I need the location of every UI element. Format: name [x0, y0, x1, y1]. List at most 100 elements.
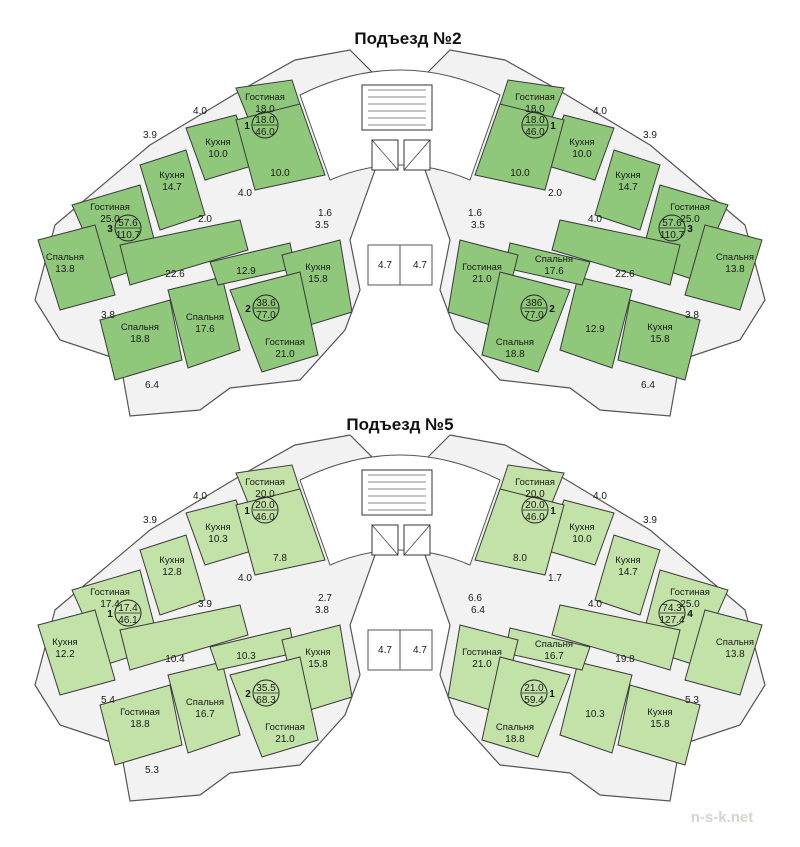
apartment-total: 46.0	[525, 127, 545, 138]
apartment-area: 20.0	[525, 500, 545, 511]
elevator-mark	[403, 139, 431, 171]
apartment-rooms: 1	[550, 121, 556, 132]
f5-left-wing	[34, 434, 401, 802]
apartment-total: 110.7	[660, 230, 685, 241]
apartment-area: 18.0	[525, 115, 545, 126]
room	[684, 224, 763, 311]
room-area: 12.9	[236, 266, 256, 277]
small-area: 3.9	[643, 515, 657, 526]
apartment-badge	[520, 294, 548, 322]
room-label: Гостиная	[462, 262, 502, 273]
room-area: 17.6	[195, 324, 215, 335]
floor-entrance-5: Гостиная20.0Кухня10.37.8Кухня12.8Гостина…	[34, 434, 766, 802]
room-area: 7.8	[273, 553, 287, 564]
apartment-area: 57.6	[662, 218, 682, 229]
apartment-total: 46.0	[255, 127, 275, 138]
small-area: 3.8	[685, 310, 699, 321]
room	[167, 661, 241, 754]
small-area: 4.0	[238, 573, 252, 584]
room-label: Кухня	[615, 555, 640, 566]
apartment-rooms: 1	[244, 121, 250, 132]
room	[474, 488, 565, 576]
apartment-total: 46.0	[255, 512, 275, 523]
room-area: 15.8	[650, 719, 670, 730]
apartment-area: 18.0	[255, 115, 275, 126]
room	[551, 219, 681, 286]
room	[481, 656, 571, 758]
room-area: 18.8	[505, 349, 525, 360]
room-area: 21.0	[275, 734, 295, 745]
f5-right-wing	[399, 434, 766, 802]
small-area: 3.9	[643, 130, 657, 141]
room	[37, 609, 116, 696]
small-area: 2.0	[548, 188, 562, 199]
apartment-total: 77.0	[524, 310, 544, 321]
room	[594, 534, 661, 616]
room-label: Гостиная	[670, 587, 710, 598]
room-area: 12.2	[55, 649, 75, 660]
room	[235, 488, 326, 576]
room-area: 21.0	[472, 659, 492, 670]
room	[474, 103, 565, 191]
room-area: 22.6	[615, 269, 635, 280]
room	[617, 299, 701, 381]
room-label: Спальня	[496, 337, 534, 348]
room-area: 14.7	[618, 182, 638, 193]
small-area: 3.8	[101, 310, 115, 321]
room-area: 18.0	[255, 104, 275, 115]
small-area: 2.0	[198, 214, 212, 225]
elevator-mark	[371, 139, 399, 171]
small-area: 1.6	[468, 208, 482, 219]
small-area: 4.0	[588, 214, 602, 225]
room-area: 14.7	[162, 182, 182, 193]
room	[229, 656, 319, 758]
f2-left-wing	[34, 49, 401, 417]
apartment-rooms: 2	[549, 304, 555, 315]
apartment-rooms: 4	[687, 609, 693, 620]
room	[559, 276, 633, 369]
room-area: 10.0	[270, 168, 290, 179]
apartment-total: 68.3	[256, 695, 276, 706]
room-area: 19.8	[615, 654, 635, 665]
room-label: Гостиная	[515, 477, 555, 488]
apartment-area: 38.6	[256, 298, 276, 309]
small-area: 5.3	[145, 765, 159, 776]
room-label: Спальня	[535, 639, 573, 650]
small-area: 1.7	[548, 573, 562, 584]
apartment-badge	[658, 214, 686, 242]
lift-area: 4.7	[378, 260, 392, 271]
title-entrance-5: Подъезд №5	[346, 415, 453, 434]
room-label: Кухня	[615, 170, 640, 181]
room-area: 10.0	[572, 534, 592, 545]
room-area: 20.0	[255, 489, 275, 500]
room-area: 13.8	[725, 649, 745, 660]
room	[167, 276, 241, 369]
apartment-area: 35.5	[256, 683, 276, 694]
apartment-area: 57.6	[118, 218, 138, 229]
apartment-area: 17.4	[118, 603, 138, 614]
room-area: 16.7	[544, 651, 564, 662]
apartment-rooms: 3	[107, 224, 113, 235]
room-area: 10.3	[208, 534, 228, 545]
room	[684, 609, 763, 696]
apartment-badge	[252, 294, 280, 322]
room-area: 17.4	[100, 599, 120, 610]
room-area: 17.6	[544, 266, 564, 277]
title-entrance-2: Подъезд №2	[354, 29, 461, 48]
apartment-total: 77.0	[256, 310, 276, 321]
room-area: 16.7	[195, 709, 215, 720]
room-area: 25.0	[680, 599, 700, 610]
room-label: Гостиная	[245, 477, 285, 488]
small-area: 6.4	[145, 380, 159, 391]
apartment-badge	[252, 679, 280, 707]
lift-area: 4.7	[413, 645, 427, 656]
room-label: Спальня	[716, 252, 754, 263]
small-area: 4.0	[593, 491, 607, 502]
room-label: Спальня	[496, 722, 534, 733]
apartment-badge	[520, 679, 548, 707]
small-area: 6.4	[471, 605, 485, 616]
room-area: 15.8	[308, 274, 328, 285]
apartment-area: 21.0	[524, 683, 544, 694]
